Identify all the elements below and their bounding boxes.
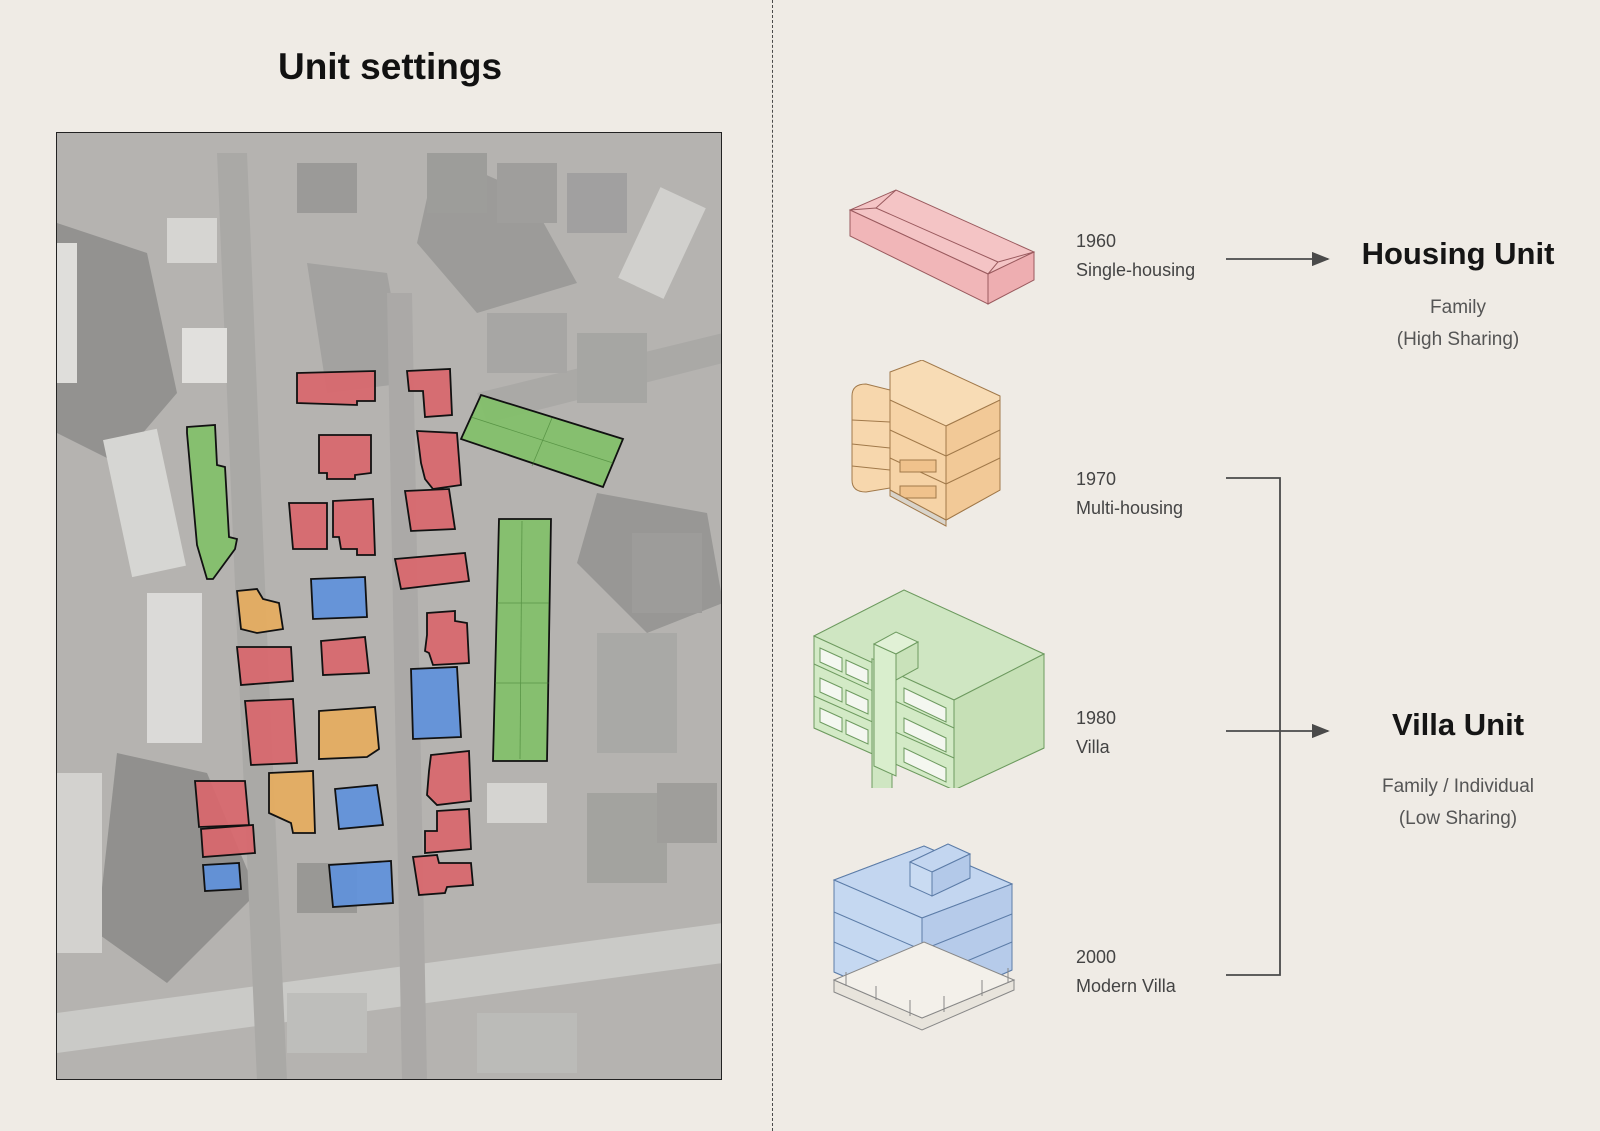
unit-desc-line: Family	[1430, 297, 1486, 318]
footprint-single-housing	[288, 502, 328, 550]
unit-footprints	[186, 368, 625, 908]
type-name: Single-housing	[1076, 260, 1196, 280]
footprint-multi-housing	[318, 706, 380, 760]
type-label-1960: 1960 Single-housing	[1076, 227, 1195, 285]
type-label-2000: 2000 Modern Villa	[1076, 943, 1176, 1001]
footprint-modern-villa	[334, 784, 385, 830]
single-housing-isometric	[848, 189, 1036, 305]
unit-desc-line: (Low Sharing)	[1398, 808, 1518, 829]
housing-unit-description: Family (High Sharing)	[1338, 292, 1578, 356]
dashed-divider	[772, 0, 773, 1131]
page-title: Unit settings	[277, 46, 503, 87]
type-year: 2000	[1076, 947, 1117, 967]
footprint-single-housing	[424, 610, 470, 666]
footprint-single-housing	[296, 370, 376, 406]
type-year: 1980	[1076, 708, 1117, 728]
unit-desc-line: Family / Individual	[1381, 776, 1535, 797]
footprint-single-housing	[426, 750, 472, 806]
footprint-single-housing	[332, 498, 376, 556]
footprint-single-housing	[236, 646, 294, 686]
footprint-modern-villa	[310, 576, 368, 620]
type-year: 1970	[1076, 469, 1117, 489]
type-name: Villa	[1076, 737, 1110, 757]
footprint-single-housing	[320, 636, 371, 676]
site-plan-map	[56, 132, 722, 1080]
footprint-villa	[492, 518, 552, 762]
type-label-1970: 1970 Multi-housing	[1076, 465, 1183, 523]
type-name: Modern Villa	[1076, 976, 1176, 996]
villa-isometric	[812, 589, 1046, 788]
bracket-line	[1226, 477, 1281, 976]
aerial-photo	[57, 133, 721, 1079]
footprint-modern-villa	[202, 862, 242, 892]
footprint-single-housing	[403, 488, 457, 532]
footprint-single-housing	[411, 854, 474, 896]
villa-unit-title: Villa Unit	[1391, 707, 1525, 742]
type-label-1980: 1980 Villa	[1076, 704, 1116, 762]
unit-desc-line: (High Sharing)	[1396, 329, 1520, 350]
footprint-single-housing	[406, 368, 453, 418]
footprint-single-housing	[200, 824, 256, 858]
type-year: 1960	[1076, 231, 1117, 251]
footprint-single-housing	[424, 808, 472, 854]
footprint-modern-villa	[410, 666, 462, 740]
footprint-modern-villa	[328, 860, 394, 908]
villa-unit-description: Family / Individual (Low Sharing)	[1338, 771, 1578, 835]
footprint-multi-housing	[236, 588, 285, 634]
multi-housing-isometric	[851, 360, 1001, 527]
type-name: Multi-housing	[1076, 498, 1184, 518]
footprint-multi-housing	[268, 770, 316, 834]
modern-villa-isometric	[832, 843, 1016, 1031]
footprint-single-housing	[244, 698, 298, 766]
footprint-villa	[186, 424, 239, 580]
footprint-single-housing	[393, 552, 471, 590]
footprint-single-housing	[318, 434, 372, 480]
housing-unit-title: Housing Unit	[1361, 236, 1555, 271]
